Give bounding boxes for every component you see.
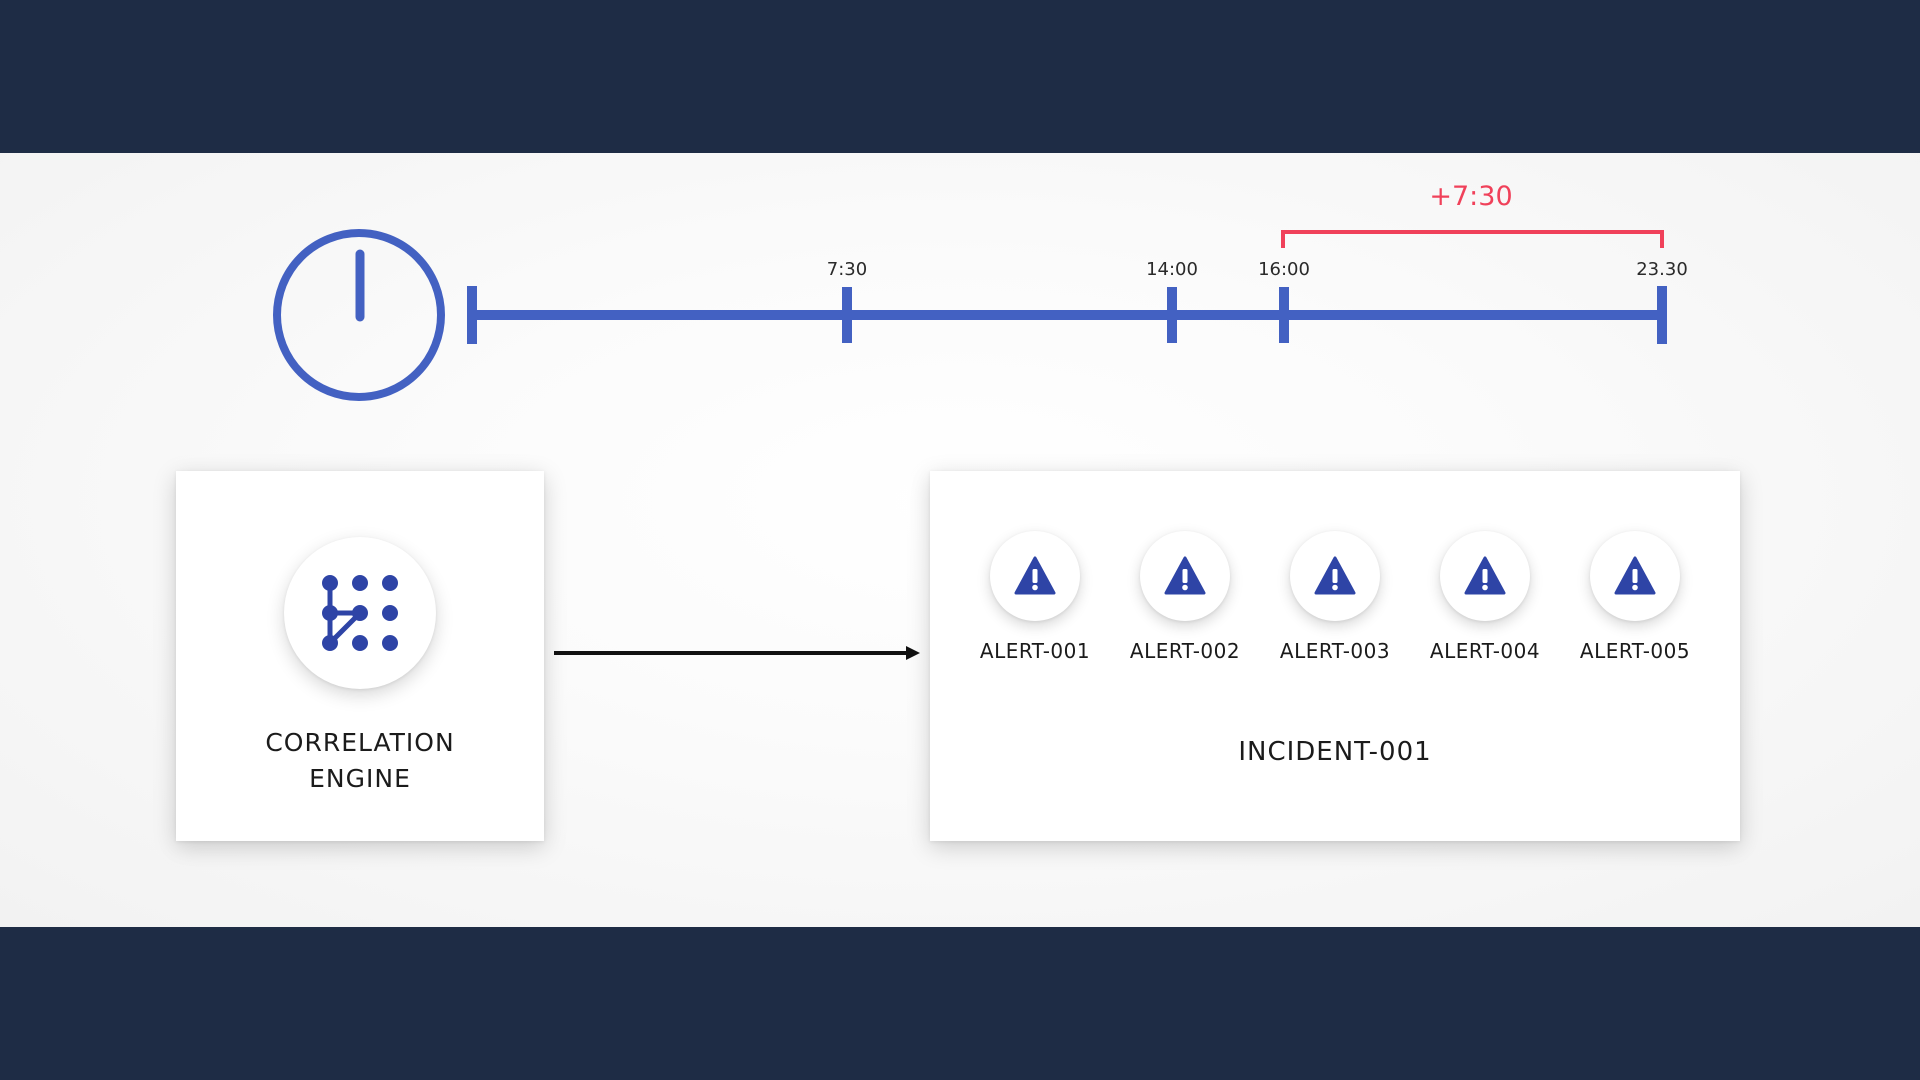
alert-badge [1290,531,1380,621]
timeline-tick-730 [842,287,852,343]
flow-arrow [554,646,920,660]
tick-label-730: 7:30 [826,259,868,280]
alert-item: ALERT-002 [1110,531,1260,663]
incident-panel: ALERT-001 ALERT-002 ALERT-003 [930,471,1740,841]
timeline-tick-start [467,286,477,344]
bottom-frame-bar [0,927,1920,1080]
engine-label: CORRELATION ENGINE [176,725,544,797]
alert-label: ALERT-002 [1129,639,1241,663]
alert-label: ALERT-003 [1279,639,1391,663]
timeline-tick-end [1657,286,1667,344]
alert-badge [1440,531,1530,621]
alert-item: ALERT-003 [1260,531,1410,663]
alert-label: ALERT-005 [1579,639,1691,663]
alert-item: ALERT-005 [1560,531,1710,663]
duration-label: +7:30 [1429,181,1513,212]
engine-label-line2: ENGINE [309,764,411,793]
alert-label: ALERT-004 [1429,639,1541,663]
alert-badge [1590,531,1680,621]
warning-triangle-icon [1464,556,1506,595]
tick-label-2330: 23.30 [1636,259,1688,280]
warning-triangle-icon [1164,556,1206,595]
tick-label-1600: 16:00 [1258,259,1310,280]
timeline [273,229,1667,401]
correlation-engine-panel: CORRELATION ENGINE [176,471,544,841]
warning-triangle-icon [1014,556,1056,595]
diagram-canvas: +7:30 7:30 14:00 16:00 23.30 [0,153,1920,927]
clock-icon [273,229,445,401]
warning-triangle-icon [1314,556,1356,595]
timeline-tick-1400 [1167,287,1177,343]
alert-item: ALERT-001 [960,531,1110,663]
warning-triangle-icon [1614,556,1656,595]
network-nodes-icon [322,575,398,651]
alert-label: ALERT-001 [979,639,1091,663]
engine-label-line1: CORRELATION [265,728,455,757]
tick-label-1400: 14:00 [1146,259,1198,280]
incident-label: INCIDENT-001 [1238,737,1432,767]
top-frame-bar [0,0,1920,153]
timeline-tick-1600 [1279,287,1289,343]
engine-icon-badge [284,537,436,689]
alert-item: ALERT-004 [1410,531,1560,663]
alert-badge [1140,531,1230,621]
alert-badge [990,531,1080,621]
duration-bracket [1281,230,1664,248]
